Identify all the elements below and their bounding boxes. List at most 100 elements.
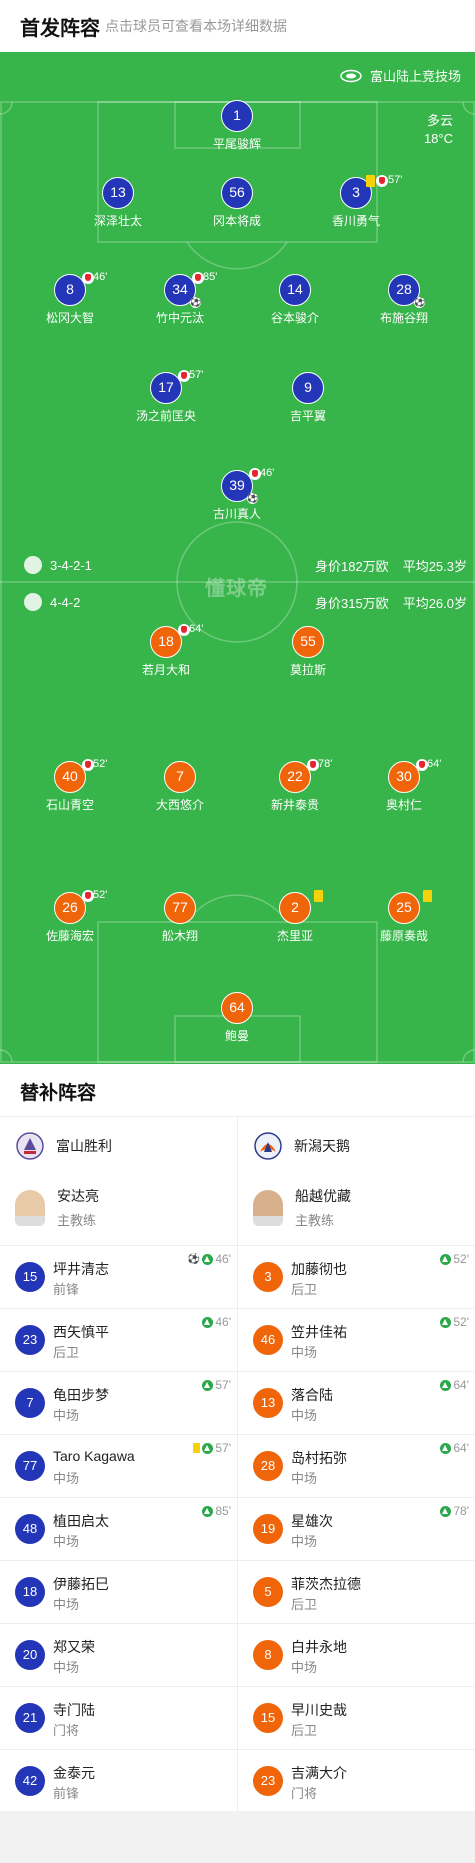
player-number: 26: [54, 890, 94, 924]
player-away-7[interactable]: 7 大西悠介: [125, 761, 235, 813]
player-away-40[interactable]: 40 52' 石山青空: [15, 758, 125, 813]
player-away-55[interactable]: 55 莫拉斯: [253, 626, 363, 678]
sub-player-row[interactable]: 18 伊藤拓巳 中场: [0, 1560, 237, 1623]
player-name: 落合陆: [291, 1387, 333, 1403]
player-home-13[interactable]: 13 深泽壮太: [63, 177, 173, 229]
player-home-28[interactable]: 28⚽ 布施谷翔: [349, 274, 459, 326]
player-away-77[interactable]: 77 舩木翔: [125, 892, 235, 944]
player-home-17[interactable]: 17 57' 汤之前匡央: [111, 369, 221, 424]
player-home-8[interactable]: 8 46' 松冈大智: [15, 271, 125, 326]
sub-player-row[interactable]: 23 西矢慎平 后卫 46': [0, 1308, 237, 1371]
player-home-14[interactable]: 14 谷本骏介: [240, 274, 350, 326]
weather-text: 多云: [426, 113, 453, 128]
player-number: 18: [15, 1577, 45, 1607]
player-position: 前锋: [53, 1282, 80, 1297]
player-away-25[interactable]: 25 藤原奏哉: [349, 890, 459, 944]
sub-event: 52': [440, 1315, 469, 1329]
sub-player-row[interactable]: 5 菲茨杰拉德 后卫: [238, 1560, 475, 1623]
sub-player-row[interactable]: 20 郑又荣 中场: [0, 1623, 237, 1686]
divider: [0, 1749, 475, 1750]
player-away-2[interactable]: 2 杰里亚: [240, 890, 350, 944]
sub-player-row[interactable]: 8 白井永地 中场: [238, 1623, 475, 1686]
home-team-row[interactable]: 富山胜利: [16, 1132, 112, 1160]
player-home-3[interactable]: 3 57' 香川勇气: [301, 174, 411, 229]
player-number: 18: [150, 624, 190, 658]
player-name: 若月大和: [141, 663, 190, 677]
section-hint: 点击球员可查看本场详细数据: [105, 18, 287, 34]
yellow-card-icon: [366, 175, 375, 187]
player-name: 冈本将成: [212, 214, 261, 228]
goal-icon: ⚽: [414, 297, 426, 308]
player-name: 石山青空: [45, 798, 94, 812]
player-name: 佐藤海宏: [45, 929, 94, 943]
player-away-30[interactable]: 30 64' 奥村仁: [349, 758, 459, 813]
sub-player-row[interactable]: 15 坪井清志 前锋 ⚽46': [0, 1245, 237, 1308]
player-number: 13: [102, 177, 134, 209]
player-number: 25: [388, 890, 432, 924]
sub-player-row[interactable]: 42 金泰元 前锋: [0, 1749, 237, 1812]
player-name: 大西悠介: [155, 798, 204, 812]
sub-player-row[interactable]: 48 植田启太 中场 85': [0, 1497, 237, 1560]
player-number: 46: [253, 1325, 283, 1355]
sub-minute: 78': [318, 758, 333, 770]
sub-player-row[interactable]: 21 寺门陆 门将: [0, 1686, 237, 1749]
player-number: 2: [279, 890, 323, 924]
home-team-name: 富山胜利: [56, 1138, 112, 1154]
player-name: 杰里亚: [276, 929, 313, 943]
stadium-name: 富山陆上竞技场: [369, 69, 461, 84]
player-home-39[interactable]: 39⚽ 46' 古川真人: [182, 467, 292, 522]
player-position: 中场: [53, 1660, 80, 1675]
player-home-9[interactable]: 9 吉平翼: [253, 372, 363, 424]
player-home-56[interactable]: 56 冈本将成: [182, 177, 292, 229]
away-team-row[interactable]: 新潟天鹅: [254, 1132, 350, 1160]
player-away-18[interactable]: 18 64' 若月大和: [111, 623, 221, 678]
player-home-34[interactable]: 34⚽ 85' 竹中元汰: [125, 271, 235, 326]
sub-in-icon: [202, 1253, 214, 1265]
sub-player-row[interactable]: 15 早川史哉 后卫: [238, 1686, 475, 1749]
divider: [0, 1308, 475, 1309]
divider: [0, 1497, 475, 1498]
player-number: 20: [15, 1640, 45, 1670]
player-home-1[interactable]: 1 平尾骏辉: [182, 100, 292, 152]
sub-event: 85': [202, 1504, 231, 1518]
away-coach[interactable]: 船越优藏 主教练: [253, 1186, 351, 1229]
home-coach[interactable]: 安达亮 主教练: [15, 1186, 99, 1229]
player-number: 22: [279, 759, 319, 793]
sub-player-row[interactable]: 23 吉满大介 门将: [238, 1749, 475, 1812]
player-position: 后卫: [291, 1282, 318, 1297]
home-avg-age: 平均25.3岁: [402, 559, 467, 574]
player-number: 3: [253, 1262, 283, 1292]
sub-player-row[interactable]: 19 星雄次 中场 78': [238, 1497, 475, 1560]
sub-player-row[interactable]: 13 落合陆 中场 64': [238, 1371, 475, 1434]
player-name: 深泽壮太: [93, 214, 142, 228]
player-away-26[interactable]: 26 52' 佐藤海宏: [15, 889, 125, 944]
player-name: 吉满大介: [291, 1765, 347, 1781]
sub-player-row[interactable]: 77 Taro Kagawa 中场 57': [0, 1434, 237, 1497]
sub-player-row[interactable]: 7 龟田步梦 中场 57': [0, 1371, 237, 1434]
player-number: 28: [253, 1451, 283, 1481]
section-title: 首发阵容: [20, 18, 100, 40]
player-away-22[interactable]: 22 78' 新井泰贵: [240, 758, 350, 813]
player-name: 布施谷翔: [379, 311, 428, 325]
player-name: 笠井佳祐: [291, 1324, 347, 1340]
divider: [0, 1686, 475, 1687]
player-name: 龟田步梦: [53, 1387, 109, 1403]
player-number: 23: [253, 1766, 283, 1796]
sub-out-icon: [82, 272, 94, 284]
player-away-64[interactable]: 64 鲍曼: [182, 992, 292, 1044]
player-number: 77: [15, 1451, 45, 1481]
sub-player-row[interactable]: 46 笠井佳祐 中场 52': [238, 1308, 475, 1371]
player-position: 后卫: [291, 1723, 318, 1738]
player-name: 新井泰贵: [270, 798, 319, 812]
sub-out-icon: [307, 759, 319, 771]
sub-player-row[interactable]: 28 岛村拓弥 中场 64': [238, 1434, 475, 1497]
sub-minute: 46': [260, 467, 275, 479]
sub-out-icon: [416, 759, 428, 771]
player-number: 48: [15, 1514, 45, 1544]
player-name: 岛村拓弥: [291, 1450, 347, 1466]
sub-player-row[interactable]: 3 加藤彻也 后卫 52': [238, 1245, 475, 1308]
divider: [0, 1371, 475, 1372]
sub-out-icon: [178, 370, 190, 382]
player-name: 香川勇气: [331, 214, 380, 228]
home-team-logo-icon: [24, 556, 42, 574]
